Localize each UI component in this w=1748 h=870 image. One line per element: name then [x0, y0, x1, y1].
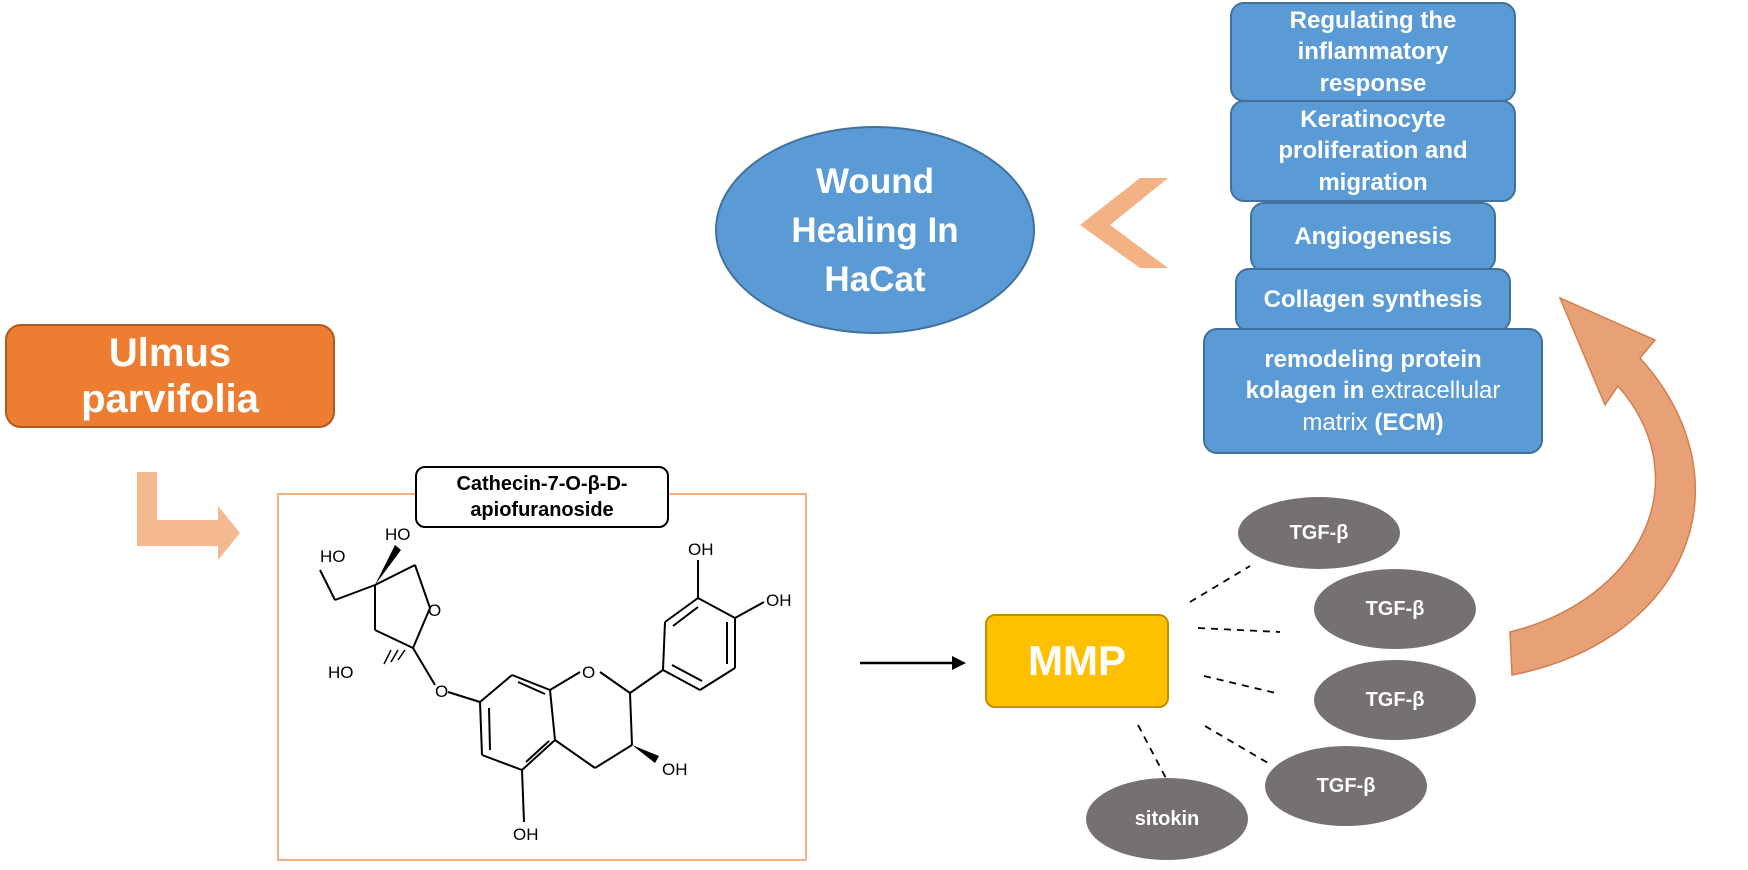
process-label: Keratinocyte proliferation and migration	[1278, 106, 1468, 196]
process-ecm-text: remodeling protein kolagen in extracellu…	[1223, 344, 1523, 438]
process-normal-text: extracellular matrix	[1302, 377, 1501, 436]
factor-sitokin: sitokin	[1086, 778, 1248, 860]
wound-healing-label: Wound Healing In HaCat	[791, 161, 959, 299]
factor-label: TGF-β	[1289, 521, 1349, 544]
process-collagen-synthesis: Collagen synthesis	[1235, 268, 1511, 332]
process-label: Angiogenesis	[1294, 223, 1452, 251]
atom-label: HO	[320, 547, 346, 566]
factor-tgf-beta-1: TGF-β	[1238, 497, 1400, 569]
atom-label: HO	[385, 525, 411, 544]
process-label: Collagen synthesis	[1263, 286, 1483, 314]
process-bold-text-2: (ECM)	[1374, 408, 1444, 436]
plant-label: Ulmus parvifolia	[81, 331, 259, 421]
plant-to-compound-arrow	[137, 472, 240, 560]
factor-label: TGF-β	[1365, 688, 1425, 711]
mmp-label: MMP	[1028, 637, 1126, 684]
compound-label: Cathecin-7-O-β-D-apiofuranoside	[456, 473, 628, 521]
atom-label: OH	[766, 591, 792, 610]
wound-healing-ellipse: Wound Healing In HaCat	[715, 126, 1035, 334]
factor-label: TGF-β	[1365, 597, 1425, 620]
factor-tgf-beta-4: TGF-β	[1265, 746, 1427, 826]
compound-label-box: Cathecin-7-O-β-D-apiofuranoside	[415, 466, 669, 528]
factor-connectors	[1137, 565, 1281, 783]
atom-label: OH	[662, 760, 688, 779]
plant-box: Ulmus parvifolia	[5, 324, 335, 428]
atom-label: OH	[513, 825, 539, 844]
factors-to-process-curved-arrow	[1509, 296, 1697, 676]
process-inflammatory-response: Regulating the inflammatory response	[1230, 2, 1516, 102]
factor-tgf-beta-3: TGF-β	[1314, 660, 1476, 740]
mmp-box: MMP	[985, 614, 1169, 708]
factor-label: sitokin	[1134, 807, 1200, 830]
molecular-structure: HO HO HO O O O OH OH OH OH	[319, 525, 792, 844]
process-angiogenesis: Angiogenesis	[1250, 202, 1496, 272]
process-ecm-remodeling: remodeling protein kolagen in extracellu…	[1203, 328, 1543, 454]
atom-label: O	[582, 663, 595, 682]
factor-label: TGF-β	[1316, 774, 1376, 797]
atom-label: O	[435, 682, 448, 701]
atom-label: OH	[688, 540, 714, 559]
process-label: Regulating the inflammatory response	[1289, 7, 1457, 97]
atom-label: HO	[328, 663, 354, 682]
compound-to-mmp-arrowhead	[952, 656, 966, 670]
process-keratinocyte: Keratinocyte proliferation and migration	[1230, 100, 1516, 202]
process-to-wound-chevron	[1080, 178, 1168, 268]
factor-tgf-beta-2: TGF-β	[1314, 569, 1476, 649]
process-bold-text: remodeling protein kolagen in	[1245, 346, 1482, 405]
atom-label: O	[428, 601, 441, 620]
